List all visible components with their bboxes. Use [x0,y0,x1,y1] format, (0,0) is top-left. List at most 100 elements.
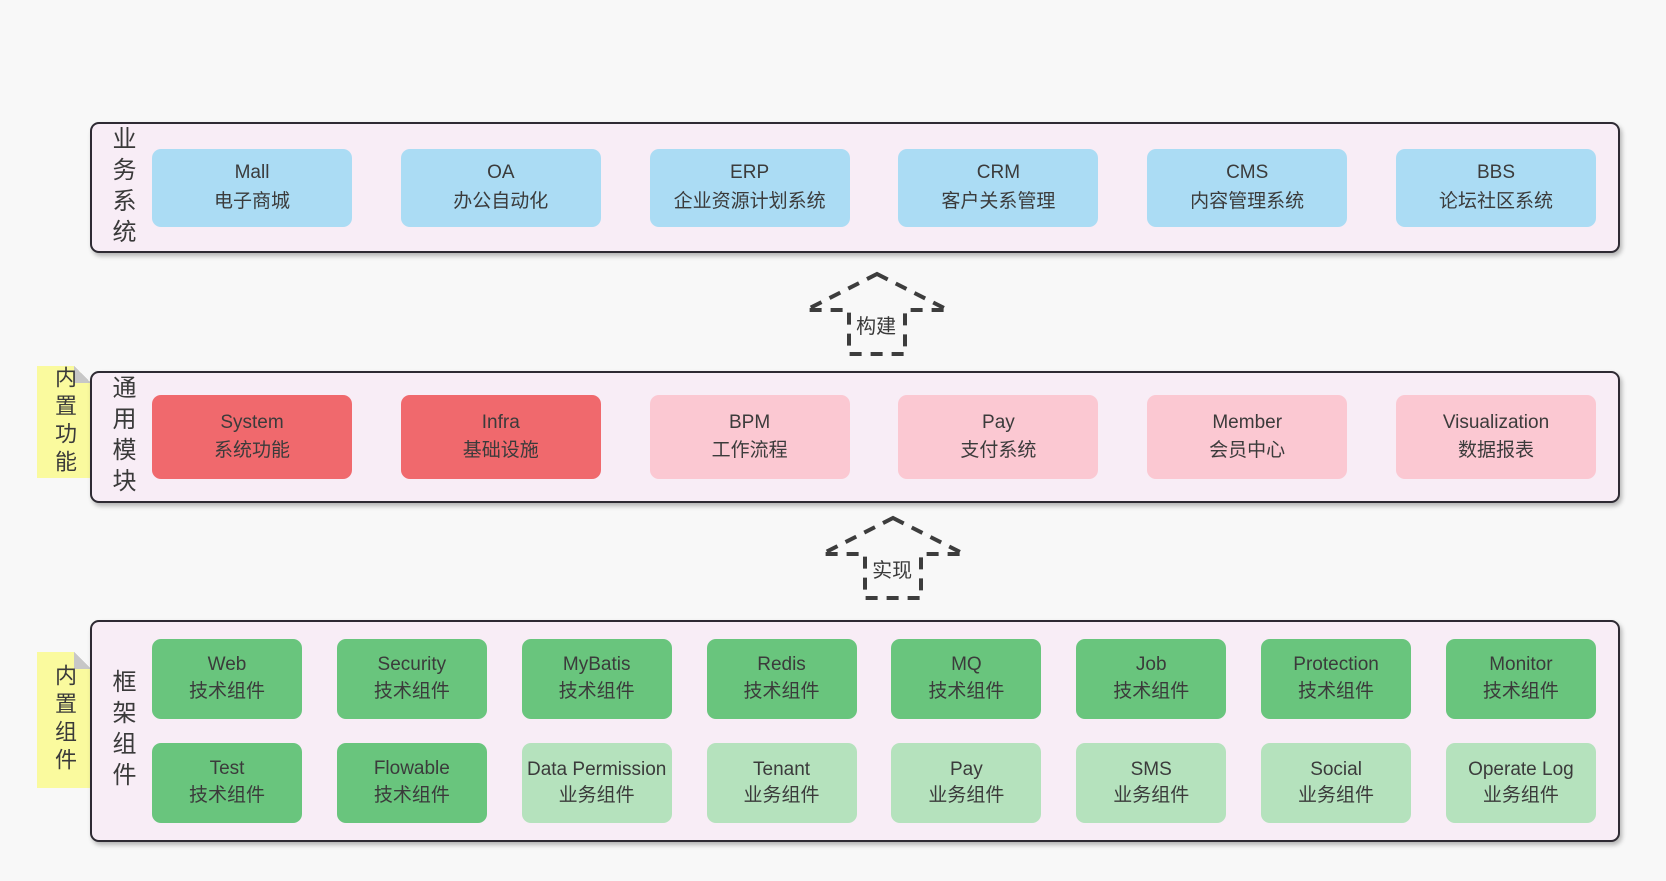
box-name: MyBatis [562,654,631,676]
box-desc: 技术组件 [743,681,820,702]
box-name: Pay [950,759,983,781]
modules-boxes-row: System 系统功能 Infra 基础设施 BPM 工作流程 Pay 支付系统… [152,373,1596,501]
box-name: BPM [729,411,771,433]
box-desc: 系统功能 [213,440,290,461]
box-infra: Infra 基础设施 [400,395,601,479]
box-system: System 系统功能 [152,395,352,479]
box-erp: ERP 企业资源计划系统 [649,148,850,227]
box-desc: 工作流程 [711,440,788,461]
box-monitor: Monitor 技术组件 [1445,639,1596,719]
layer-components-label: 框架组件 [108,669,135,793]
box-test: Test 技术组件 [152,743,302,823]
box-name: Mall [234,162,270,183]
box-desc: 技术组件 [1113,681,1190,702]
box-oa: OA 办公自动化 [400,148,601,227]
box-tenant: Tenant 业务组件 [706,743,857,823]
build-arrow: 构建 [802,270,952,358]
box-name: Job [1135,654,1167,676]
sticky-tag-built-in-features: 内置功能 [37,366,91,478]
box-job: Job 技术组件 [1076,639,1227,719]
components-rows: Web 技术组件 Security 技术组件 MyBatis 技术组件 Redi… [152,622,1596,840]
implement-arrow-label: 实现 [869,554,916,583]
sticky-tag-label: 内置组件 [52,664,77,776]
box-name: Data Permission [526,759,667,781]
box-desc: 技术组件 [373,681,450,702]
box-visualization: Visualization 数据报表 [1395,395,1596,479]
box-desc: 业务组件 [1113,785,1190,806]
box-name: Social [1310,759,1362,781]
box-name: OA [487,162,515,183]
box-web: Web 技术组件 [152,639,302,719]
box-bbs: BBS 论坛社区系统 [1395,148,1596,227]
box-name: Tenant [753,759,811,781]
box-desc: 客户关系管理 [941,190,1056,212]
box-operate-log: Operate Log 业务组件 [1445,743,1596,823]
box-desc: 论坛社区系统 [1438,190,1553,212]
layer-modules-label: 通用模块 [108,375,135,499]
box-desc: 内容管理系统 [1190,190,1305,212]
box-name: MQ [951,654,982,676]
box-name: Infra [481,411,520,433]
sticky-tag-label: 内置功能 [52,366,77,478]
up-arrow-icon [805,271,949,356]
box-desc: 技术组件 [1482,681,1559,702]
box-name: Visualization [1442,411,1550,433]
box-name: Monitor [1489,654,1553,676]
box-mq: MQ 技术组件 [891,639,1042,719]
box-redis: Redis 技术组件 [706,639,857,719]
box-desc: 基础设施 [462,440,539,461]
box-member: Member 会员中心 [1147,395,1348,479]
box-name: SMS [1130,759,1172,781]
box-desc: 支付系统 [960,440,1037,461]
box-mybatis: MyBatis 技术组件 [521,639,672,719]
box-name: Flowable [373,758,450,780]
box-desc: 业务组件 [1298,785,1375,806]
box-name: ERP [730,162,770,183]
layer-business-systems: 业务系统 Mall 电子商城 OA 办公自动化 ERP 企业资源计划系统 CRM… [90,122,1620,253]
box-name: CMS [1226,162,1269,183]
box-name: Security [377,654,447,676]
box-name: Web [207,654,247,676]
box-name: Member [1212,411,1283,433]
sticky-note-background [37,366,91,478]
box-name: Pay [982,411,1015,433]
box-pay-module: Pay 支付系统 [898,395,1099,479]
box-mall: Mall 电子商城 [152,148,352,227]
box-desc: 业务组件 [928,785,1005,806]
folded-corner-icon [74,652,91,669]
components-row-1: Web 技术组件 Security 技术组件 MyBatis 技术组件 Redi… [152,639,1596,719]
sticky-tag-built-in-components: 内置组件 [37,652,91,788]
box-name: Protection [1293,654,1379,676]
components-row-2: Test 技术组件 Flowable 技术组件 Data Permission … [152,743,1596,823]
box-desc: 数据报表 [1457,440,1534,461]
box-bpm: BPM 工作流程 [649,395,850,479]
box-desc: 技术组件 [188,681,265,702]
box-desc: 技术组件 [558,681,635,702]
box-desc: 技术组件 [373,785,450,806]
box-desc: 会员中心 [1209,440,1286,461]
box-name: BBS [1476,162,1515,183]
build-arrow-label: 构建 [853,310,900,339]
box-desc: 业务组件 [1482,785,1559,806]
box-cms: CMS 内容管理系统 [1147,148,1348,227]
business-boxes-row: Mall 电子商城 OA 办公自动化 ERP 企业资源计划系统 CRM 客户关系… [152,124,1596,251]
box-desc: 技术组件 [1298,681,1375,702]
box-desc: 技术组件 [188,785,265,806]
box-desc: 办公自动化 [453,190,549,212]
box-sms: SMS 业务组件 [1076,743,1227,823]
box-name: Operate Log [1468,759,1574,781]
box-desc: 技术组件 [928,681,1005,702]
box-desc: 业务组件 [558,785,635,806]
folded-corner-icon [74,366,91,383]
box-desc: 电子商城 [213,190,290,212]
up-arrow-icon [821,515,965,600]
sticky-note-background [37,652,91,788]
box-social: Social 业务组件 [1261,743,1412,823]
layer-business-label: 业务系统 [108,125,135,250]
box-data-permission: Data Permission 业务组件 [521,743,672,823]
box-name: CRM [976,162,1021,183]
box-crm: CRM 客户关系管理 [898,148,1099,227]
box-desc: 企业资源计划系统 [673,190,826,212]
box-name: Redis [757,654,806,676]
